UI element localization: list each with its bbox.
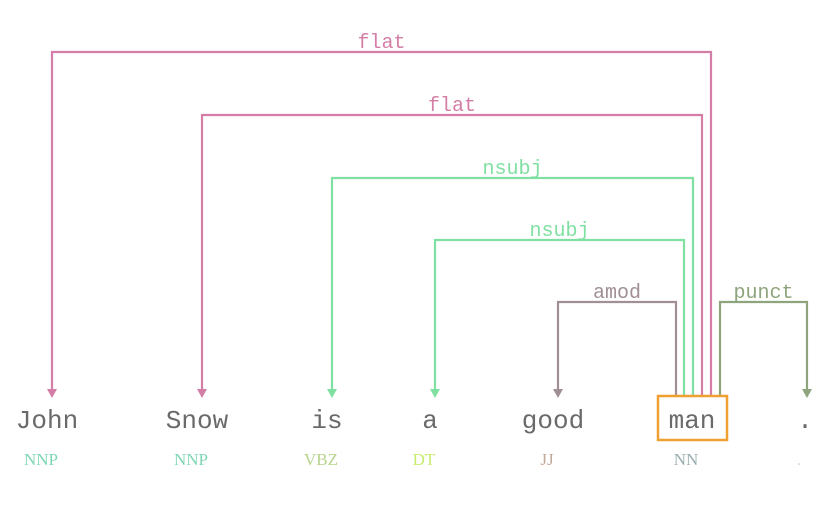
- token-word: a: [422, 406, 438, 436]
- arc-flat: flat: [47, 32, 713, 398]
- arc-label: punct: [733, 282, 793, 305]
- arc-amod: amod: [553, 282, 678, 398]
- arrowhead-icon: [327, 389, 337, 398]
- arc-line: [556, 300, 678, 396]
- arc-line: [718, 300, 809, 396]
- pos-tag: VBZ: [304, 450, 338, 469]
- arrowhead-icon: [802, 389, 812, 398]
- arrowhead-icon: [197, 389, 207, 398]
- arc-line: [50, 50, 713, 396]
- pos-tag: JJ: [540, 450, 554, 469]
- token-word: good: [522, 406, 584, 436]
- pos-tag: NN: [674, 450, 699, 469]
- pos-tag: .: [797, 450, 801, 469]
- arc-label: flat: [428, 95, 476, 118]
- arc-label: flat: [357, 32, 405, 55]
- arrowhead-icon: [553, 389, 563, 398]
- token-word: man: [669, 406, 716, 436]
- token-word: is: [311, 406, 342, 436]
- arrowhead-icon: [47, 389, 57, 398]
- arc-line: [330, 176, 695, 396]
- arc-label: nsubj: [482, 158, 542, 181]
- arc-line: [200, 113, 704, 396]
- token-word: John: [16, 406, 78, 436]
- token-word: Snow: [166, 406, 229, 436]
- arc-nsubj: nsubj: [430, 220, 686, 398]
- arrowhead-icon: [430, 389, 440, 398]
- arc-label: nsubj: [529, 220, 589, 243]
- arc-nsubj: nsubj: [327, 158, 695, 398]
- arc-label: amod: [593, 282, 641, 305]
- root-highlight-box: [656, 394, 729, 442]
- pos-tag: DT: [413, 450, 436, 469]
- arc-flat: flat: [197, 95, 704, 398]
- pos-tag: NNP: [24, 450, 58, 469]
- arc-line: [433, 238, 686, 396]
- arc-punct: punct: [718, 282, 812, 398]
- pos-tag: NNP: [174, 450, 208, 469]
- token-word: .: [797, 406, 813, 436]
- arcs-layer: flat flat nsubj nsubj amod punct: [47, 32, 812, 398]
